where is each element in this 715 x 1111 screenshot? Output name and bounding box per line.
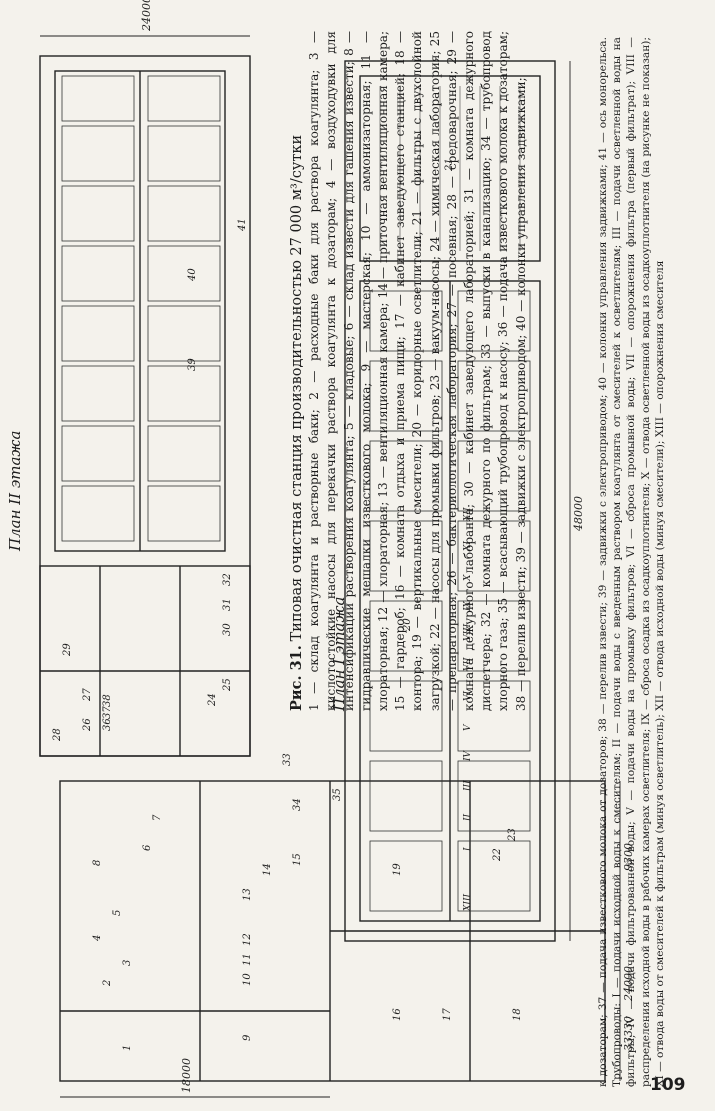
dim-24000-bottom: 24000 (622, 966, 635, 1002)
room-number: 15 (292, 853, 303, 866)
pipe-numeral: XII (463, 507, 473, 522)
room-number: 1 (122, 1045, 133, 1051)
pipe-numeral: VI (463, 691, 473, 701)
plan2-title: План II этажа (6, 430, 24, 551)
room-number: 16 (392, 1008, 403, 1021)
room-number: 9 (242, 1034, 253, 1041)
room-number: 39 (187, 358, 198, 371)
room-number: 8 (92, 860, 103, 866)
dim-24000-top: 24000 (140, 0, 153, 32)
room-number: 33 (282, 753, 293, 766)
room-number: 19 (392, 863, 403, 876)
room-number: 3 (122, 960, 133, 966)
pipe-numeral: VIII (463, 623, 473, 641)
room-number: 4 (92, 935, 103, 942)
pipe-numeral: IV (463, 749, 473, 762)
room-number: 17 (442, 1008, 453, 1021)
room-number: 25 (222, 678, 233, 692)
room-number: 7 (152, 814, 163, 821)
dim-18000: 18000 (180, 1058, 193, 1093)
room-number: 34 (292, 798, 303, 811)
room-number: 37 (102, 706, 113, 719)
room-number: 38 (102, 694, 113, 707)
room-number: 35 (332, 788, 343, 801)
pipe-numeral: IX (463, 600, 473, 612)
page-number: 109 (650, 1075, 686, 1095)
pipe-numeral: V (463, 723, 473, 731)
room-number: 23 (507, 828, 518, 842)
room-number: 14 (262, 863, 273, 876)
figure-legend: 1 — склад коагулянта и растворные баки; … (307, 31, 528, 711)
pipeline-legend-text: к дозаторам; 37 — подача известкового мо… (597, 37, 666, 1087)
room-number: 6 (142, 844, 153, 851)
figure-title: Типовая очистная станция производительно… (289, 134, 305, 642)
pipe-numeral: XI (463, 541, 473, 552)
pipe-numeral: X (463, 574, 473, 582)
dim-48000: 48000 (572, 496, 585, 532)
room-number: 27 (82, 688, 93, 702)
room-number-labels: 1 2 3 4 5 6 7 8 9 10 11 12 13 14 15 16 1… (52, 158, 523, 1051)
room-number: 5 (112, 910, 123, 916)
room-number: 40 (187, 268, 198, 282)
filter-block (359, 75, 541, 262)
room-number: 22 (492, 848, 503, 862)
room-number: 31 (222, 598, 233, 611)
plan2-room-block (39, 565, 251, 757)
room-number: 30 (222, 623, 233, 636)
plan1-filter-hall (344, 60, 556, 942)
pipe-numeral: XIII (463, 893, 473, 912)
room-number: 12 (242, 933, 253, 946)
figure-caption: Рис. 31. Типовая очистная станция произв… (288, 31, 530, 711)
room-number: 32 (222, 573, 233, 586)
room-number: 2 (102, 980, 113, 987)
pipe-numeral: II (463, 813, 473, 822)
room-number: 20 (402, 618, 413, 632)
pipe-numeral: I (463, 847, 473, 852)
pipe-numeral: III (463, 780, 473, 792)
pipe-numeral-labels: I II III IV V VI VII VIII IX X XI XII XI… (463, 507, 473, 912)
dim-33330: 33330 (622, 1016, 635, 1051)
room-number: 21 (444, 158, 455, 172)
dim-9300: 9300 (622, 843, 635, 871)
room-number: 36 (102, 718, 113, 731)
room-number: 24 (207, 693, 218, 707)
room-number: 29 (62, 643, 73, 657)
room-number: 41 (237, 218, 248, 232)
room-number: 11 (242, 953, 253, 966)
room-number: 10 (242, 973, 253, 986)
figure-number: Рис. 31. (288, 645, 305, 711)
pipe-numeral: VII (463, 657, 473, 671)
room-number: 28 (52, 728, 63, 742)
room-number: 26 (82, 718, 93, 732)
room-number: 18 (512, 1008, 523, 1021)
room-number: 13 (242, 888, 253, 901)
